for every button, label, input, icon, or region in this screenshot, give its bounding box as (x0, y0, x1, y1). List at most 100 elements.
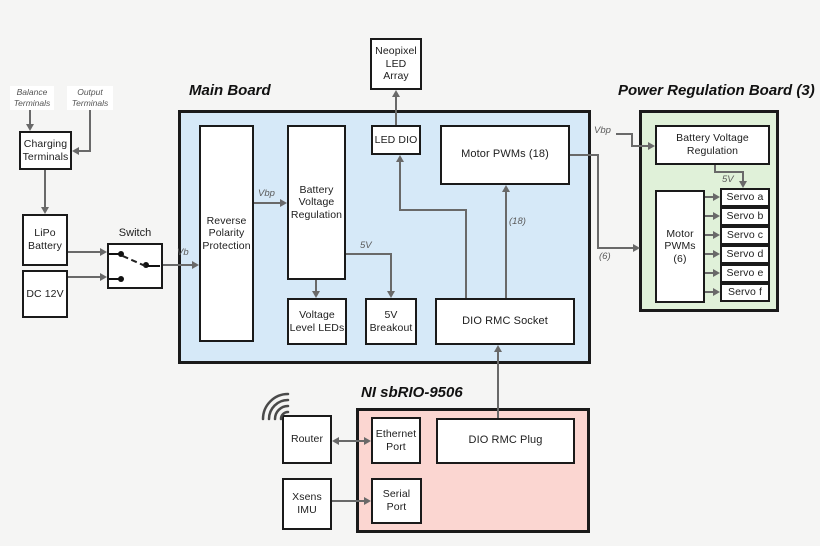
block-battery-voltage-regulation-main: Battery Voltage Regulation (287, 125, 346, 280)
block-motor-pwms-6: Motor PWMs (6) (655, 190, 705, 303)
arrowhead-right-icon (192, 261, 199, 269)
switch-contact-line (146, 265, 160, 267)
output-terminals-label: Output Terminals (67, 86, 113, 110)
block-battery-voltage-regulation-reg: Battery Voltage Regulation (655, 125, 770, 165)
block-xsens-imu: Xsens IMU (282, 478, 332, 530)
signal-label-vbp-main: Vbp (258, 188, 275, 199)
arrowhead-down-icon (739, 181, 747, 188)
arrowhead-right-icon (364, 497, 371, 505)
line-segment (705, 272, 713, 274)
block-servo-d: Servo d (720, 245, 770, 264)
arrowhead-right-icon (713, 250, 720, 258)
switch-contact-dot (143, 262, 149, 268)
line-segment (616, 133, 633, 135)
block-servo-b: Servo b (720, 207, 770, 226)
arrowhead-right-icon (713, 193, 720, 201)
switch-contact-line (109, 278, 121, 280)
line-segment (714, 165, 716, 173)
line-segment (705, 215, 713, 217)
switch-contact-line (109, 253, 121, 255)
signal-label-5v-reg: 5V (722, 174, 734, 185)
line-segment (44, 170, 46, 207)
line-segment (68, 276, 100, 278)
block-switch (107, 243, 163, 289)
main-board-title: Main Board (189, 82, 271, 99)
block-lipo-battery: LiPo Battery (22, 214, 68, 266)
line-segment (705, 291, 713, 293)
line-segment (631, 145, 648, 147)
line-segment (254, 202, 280, 204)
block-dio-rmc-plug: DIO RMC Plug (436, 418, 575, 464)
line-segment (705, 234, 713, 236)
arrowhead-up-icon (396, 155, 404, 162)
arrowhead-right-icon (648, 142, 655, 150)
arrowhead-left-icon (72, 147, 79, 155)
arrowhead-right-icon (713, 288, 720, 296)
switch-label: Switch (118, 227, 152, 239)
block-dio-rmc-socket: DIO RMC Socket (435, 298, 575, 345)
line-segment (399, 209, 467, 211)
block-serial-port: Serial Port (371, 478, 422, 524)
signal-label-vb: Vb (177, 247, 189, 258)
arrowhead-up-icon (392, 90, 400, 97)
line-segment (346, 253, 392, 255)
line-segment (339, 440, 364, 442)
arrowhead-down-icon (26, 124, 34, 131)
signal-label-6: (6) (599, 251, 611, 262)
line-segment (68, 251, 100, 253)
block-neopixel-led-array: Neopixel LED Array (370, 38, 422, 90)
block-dc-12v: DC 12V (22, 270, 68, 318)
block-reverse-polarity-protection: Reverse Polarity Protection (199, 125, 254, 342)
line-segment (315, 280, 317, 292)
line-segment (395, 96, 397, 125)
switch-contact-dot (118, 276, 124, 282)
arrowhead-up-icon (494, 345, 502, 352)
sbrio-title: NI sbRIO-9506 (361, 384, 463, 401)
arrowhead-down-icon (387, 291, 395, 298)
arrowhead-down-icon (312, 291, 320, 298)
power-regulation-board-title: Power Regulation Board (3) (618, 82, 815, 99)
block-charging-terminals: Charging Terminals (19, 131, 72, 170)
line-segment (332, 500, 364, 502)
line-segment (497, 351, 499, 418)
line-segment (163, 264, 192, 266)
arrowhead-right-icon (713, 231, 720, 239)
arrowhead-down-icon (41, 207, 49, 214)
line-segment (399, 161, 401, 209)
line-segment (570, 154, 599, 156)
block-ethernet-port: Ethernet Port (371, 417, 421, 464)
balance-terminals-label: Balance Terminals (10, 86, 54, 110)
line-segment (705, 196, 713, 198)
block-5v-breakout: 5V Breakout (365, 298, 417, 345)
block-router: Router (282, 415, 332, 464)
line-segment (89, 110, 91, 152)
arrowhead-right-icon (713, 212, 720, 220)
line-segment (705, 253, 713, 255)
line-segment (714, 171, 744, 173)
block-servo-e: Servo e (720, 264, 770, 283)
arrowhead-right-icon (280, 199, 287, 207)
line-segment (390, 253, 392, 292)
block-servo-c: Servo c (720, 226, 770, 245)
block-servo-a: Servo a (720, 188, 770, 207)
switch-contact-dot (118, 251, 124, 257)
signal-label-vbp-reg: Vbp (594, 125, 611, 136)
block-voltage-level-leds: Voltage Level LEDs (287, 298, 347, 345)
arrowhead-right-icon (100, 248, 107, 256)
arrowhead-left-icon (332, 437, 339, 445)
line-segment (742, 171, 744, 182)
block-led-dio: LED DIO (371, 125, 421, 155)
arrowhead-up-icon (502, 185, 510, 192)
line-segment (597, 154, 599, 249)
line-segment (29, 110, 31, 125)
line-segment (79, 150, 91, 152)
arrowhead-right-icon (633, 244, 640, 252)
arrowhead-right-icon (364, 437, 371, 445)
line-segment (505, 191, 507, 298)
block-motor-pwms-18: Motor PWMs (18) (440, 125, 570, 185)
line-segment (597, 247, 633, 249)
signal-label-18: (18) (509, 216, 526, 227)
arrowhead-right-icon (100, 273, 107, 281)
wifi-signal-icon (261, 392, 290, 421)
